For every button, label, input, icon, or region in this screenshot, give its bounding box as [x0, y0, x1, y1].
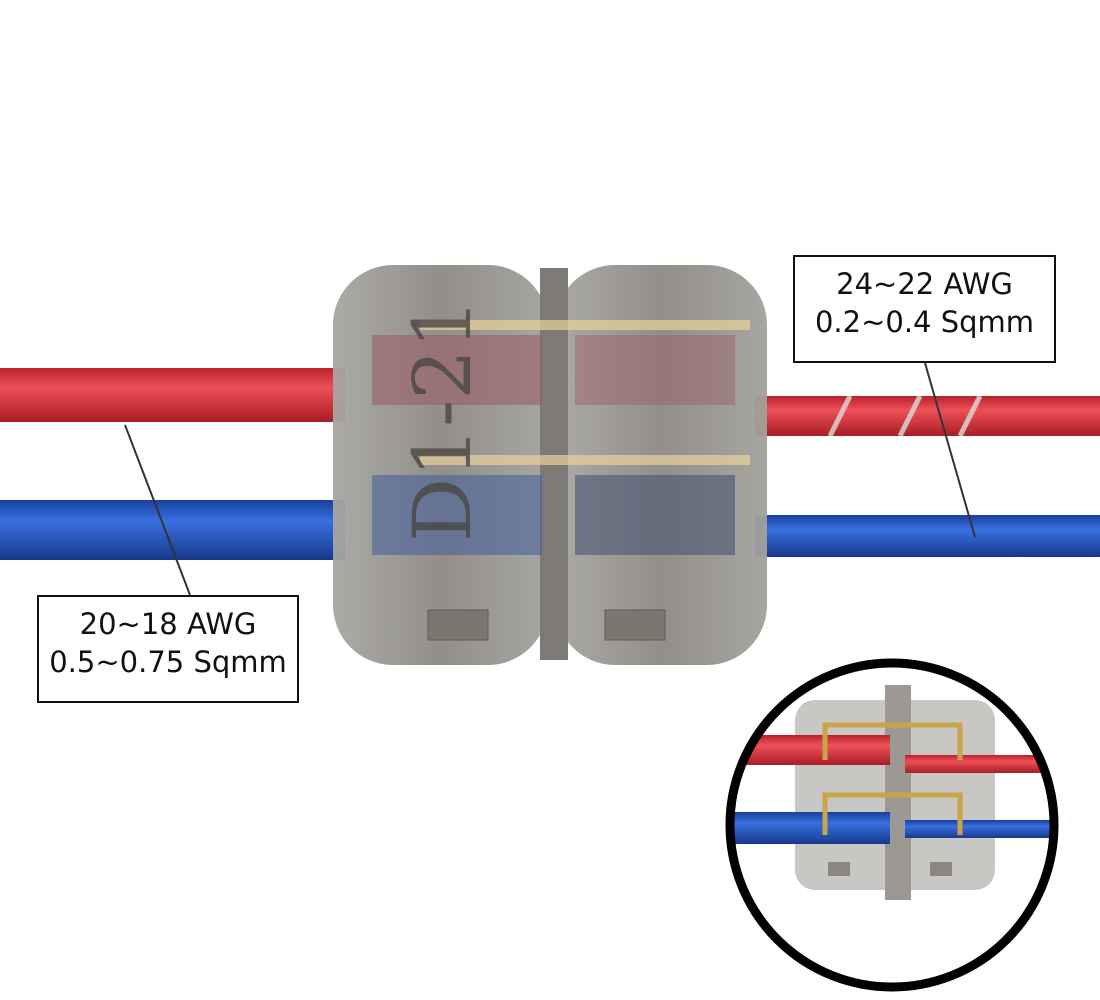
thin-wire-spec-label: 24~22 AWG 0.2~0.4 Sqmm — [793, 255, 1056, 363]
thick-wire-gauge: 20~18 AWG — [79, 607, 257, 641]
inset-detail — [725, 658, 1059, 992]
thick-wire-spec-label: 20~18 AWG 0.5~0.75 Sqmm — [37, 595, 299, 703]
thin-wire-gauge: 24~22 AWG — [836, 267, 1013, 301]
blue-wire-right — [755, 515, 1100, 557]
red-wire-right — [755, 396, 1100, 436]
leader-line-thin — [924, 362, 976, 538]
thin-wire-area: 0.2~0.4 Sqmm — [814, 305, 1035, 339]
connector-housing: D1-21 — [333, 265, 767, 665]
thick-wire-area: 0.5~0.75 Sqmm — [49, 645, 287, 679]
red-wire-left — [0, 368, 345, 422]
leader-line-thick — [124, 424, 191, 596]
model-marking: D1-21 — [396, 298, 489, 542]
